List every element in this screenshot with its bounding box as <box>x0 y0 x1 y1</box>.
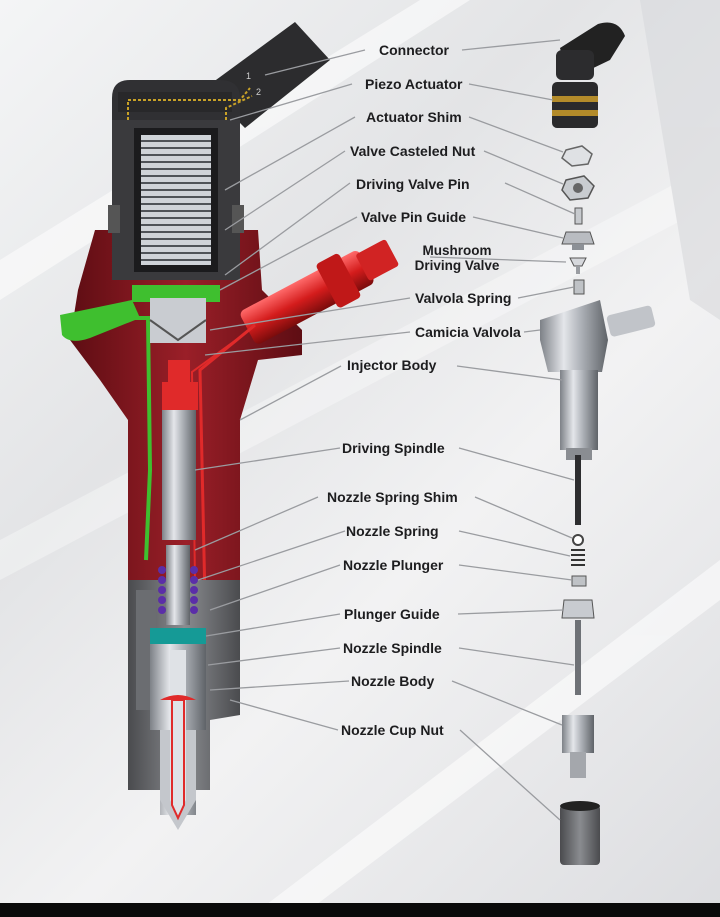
label-nozzle-spring: Nozzle Spring <box>346 523 439 539</box>
cutaway-nozzle-spring <box>158 566 198 614</box>
part-valve-pin-guide-icon <box>561 231 595 245</box>
label-nozzle-body: Nozzle Body <box>351 673 435 689</box>
connector-pin-2: 2 <box>256 87 261 97</box>
leader-lines <box>194 39 576 821</box>
exploded-parts <box>540 22 656 865</box>
label-camicia-valvola: Camicia Valvola <box>415 324 521 340</box>
part-nozzle-spindle-icon <box>575 620 581 695</box>
bottom-bar <box>0 903 720 917</box>
part-nozzle-spring-icon <box>571 549 585 566</box>
label-mushroom-driving-valve: Mushroom Driving Valve <box>412 243 502 273</box>
label-plunger-guide: Plunger Guide <box>344 606 440 622</box>
label-connector: Connector <box>379 42 449 58</box>
label-valvola-spring: Valvola Spring <box>415 290 512 306</box>
label-driving-spindle: Driving Spindle <box>342 440 445 456</box>
part-piezo-actuator-icon <box>552 82 598 128</box>
cutaway-driving-spindle <box>162 410 196 540</box>
label-nozzle-plunger: Nozzle Plunger <box>343 557 444 573</box>
label-mushroom-line1: Mushroom <box>422 243 492 258</box>
part-nozzle-cup-nut-icon <box>560 805 600 865</box>
label-nozzle-spring-shim: Nozzle Spring Shim <box>327 489 458 505</box>
part-actuator-shim-icon <box>561 145 593 167</box>
cutaway-green-valve <box>132 285 220 302</box>
part-nozzle-spring-shim-icon <box>572 534 584 546</box>
cutaway-red-plunger <box>162 360 198 410</box>
label-nozzle-spindle: Nozzle Spindle <box>343 640 442 656</box>
label-injector-body: Injector Body <box>347 357 437 373</box>
part-nozzle-plunger-icon <box>571 575 587 587</box>
part-valvola-spring-icon <box>573 279 585 295</box>
part-plunger-guide-icon <box>561 599 595 619</box>
label-nozzle-cup-nut: Nozzle Cup Nut <box>341 722 444 738</box>
label-actuator-shim: Actuator Shim <box>366 109 462 125</box>
part-nozzle-body-icon <box>562 715 594 753</box>
cutaway-injector <box>60 22 399 830</box>
label-piezo-actuator: Piezo Actuator <box>365 76 463 92</box>
part-mushroom-valve-icon <box>569 257 587 267</box>
label-valve-pin-guide: Valve Pin Guide <box>361 209 467 225</box>
connector-pin-1: 1 <box>246 71 251 81</box>
label-valve-casteled-nut: Valve Casteled Nut <box>350 143 476 159</box>
part-driving-valve-pin-icon <box>574 207 583 225</box>
cutaway-piezo-layers <box>141 140 211 261</box>
label-mushroom-line2: Driving Valve <box>414 258 500 273</box>
cutaway-plunger-guide <box>150 628 206 644</box>
label-driving-valve-pin: Driving Valve Pin <box>356 176 470 192</box>
cutaway-fuel-inlet <box>240 239 399 344</box>
part-injector-body-icon <box>540 300 656 460</box>
part-driving-spindle-icon <box>575 455 581 525</box>
